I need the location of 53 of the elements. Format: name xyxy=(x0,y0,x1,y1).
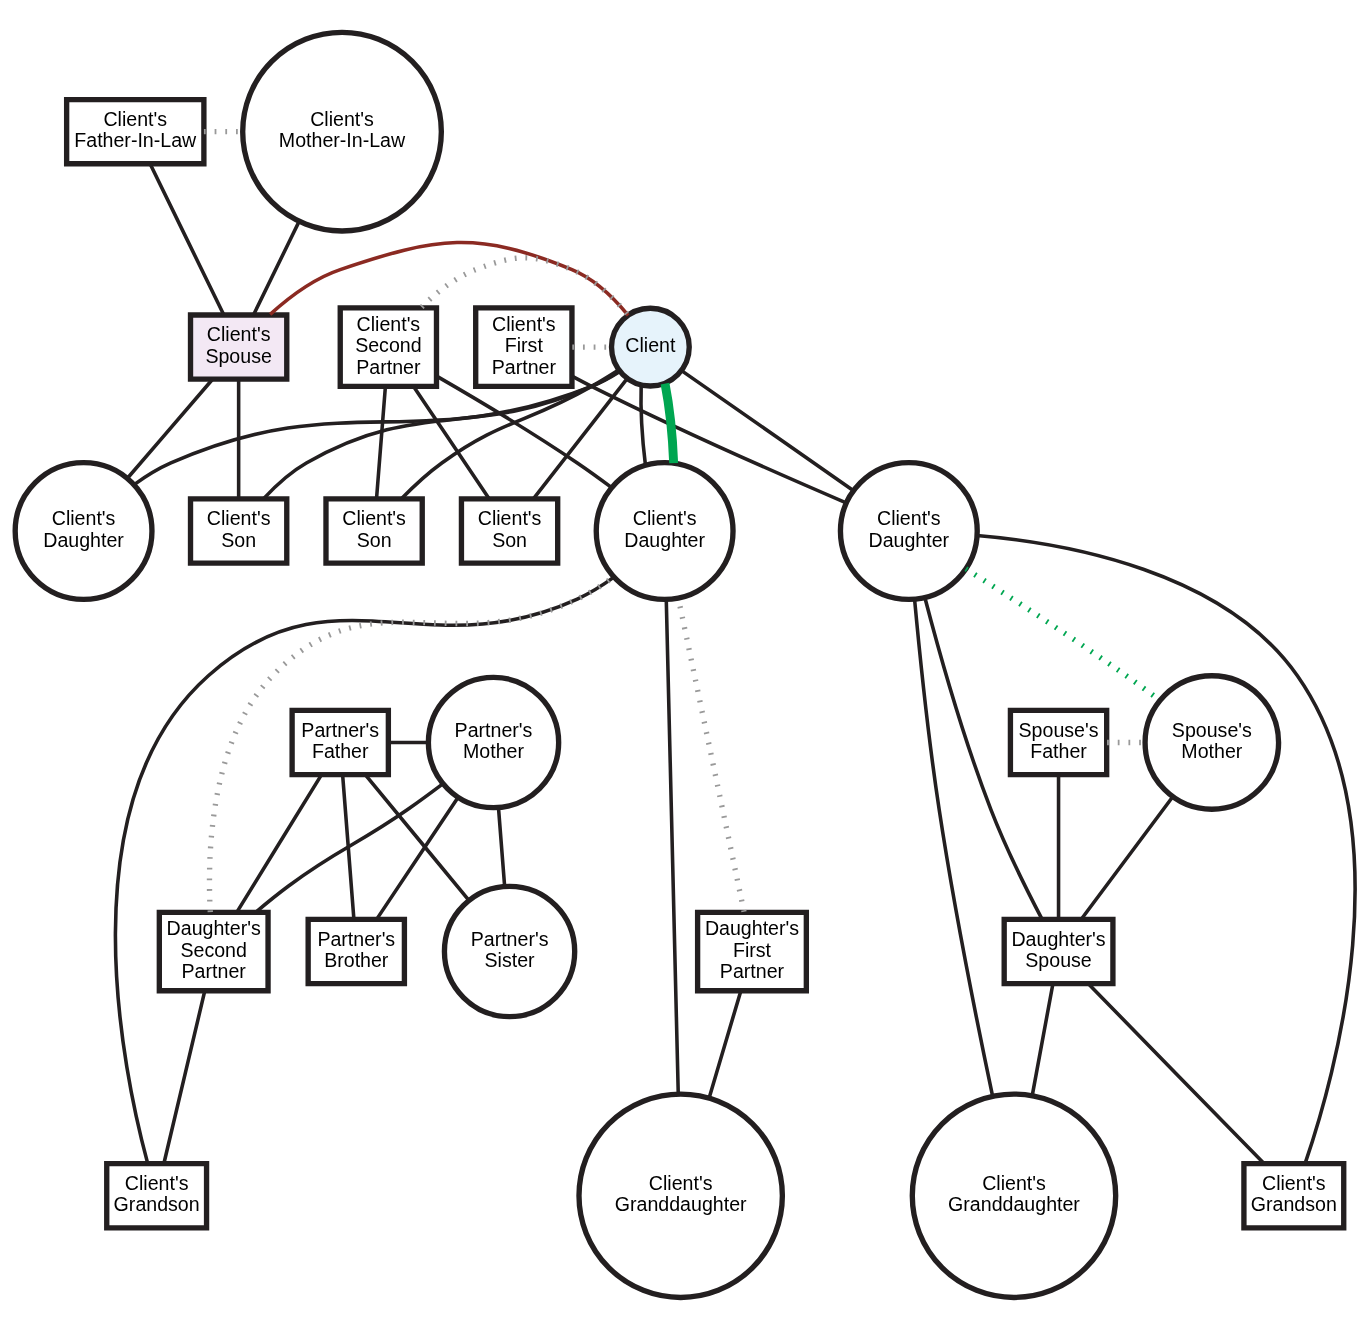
node-circle: Spouse's Mother xyxy=(1142,673,1282,812)
connector xyxy=(664,599,680,1094)
node-box: Spouse's Father xyxy=(1007,707,1110,778)
connector xyxy=(571,374,848,505)
connector xyxy=(374,387,388,499)
node-box: Client's Father-In-Law xyxy=(63,96,207,167)
node-box: Partner's Brother xyxy=(305,916,408,987)
node-box: Daughter's Spouse xyxy=(1001,916,1116,987)
node-box: Client's Spouse xyxy=(187,312,290,382)
node-box: Client's Second Partner xyxy=(337,305,440,389)
node-circle: Client's Granddaughter xyxy=(909,1091,1119,1301)
node-box: Client's Grandson xyxy=(104,1161,210,1231)
node-circle: Client's Daughter xyxy=(12,459,155,603)
node-circle: Client's Granddaughter xyxy=(576,1091,786,1301)
node-circle: Client's Daughter xyxy=(837,459,980,603)
connector xyxy=(923,597,1044,920)
connector xyxy=(1056,774,1061,920)
connector xyxy=(262,369,621,500)
connector xyxy=(912,598,995,1096)
node-circle: Client's Daughter xyxy=(593,459,736,603)
node-box: Client's First Partner xyxy=(473,305,575,389)
node-box: Client's Grandson xyxy=(1241,1161,1347,1231)
node-box: Daughter's First Partner xyxy=(694,909,809,994)
connector xyxy=(148,163,226,316)
node-box: Partner's Father xyxy=(289,707,392,778)
node-circle: Partner's Sister xyxy=(441,883,578,1020)
node-circle: Client xyxy=(608,305,692,389)
connector xyxy=(707,990,743,1098)
node-box: Daughter's Second Partner xyxy=(156,909,271,994)
connector xyxy=(660,382,679,464)
connector xyxy=(680,369,855,493)
connector xyxy=(388,740,428,745)
connector xyxy=(496,808,507,887)
connector xyxy=(531,377,629,500)
connector xyxy=(419,255,631,318)
node-circle: Client's Mother-In-Law xyxy=(240,29,444,234)
connector xyxy=(375,796,460,920)
node-box: Client's Son xyxy=(323,496,425,566)
node-box: Client's Son xyxy=(187,496,290,566)
connector xyxy=(126,378,214,480)
connector xyxy=(251,221,301,316)
connector xyxy=(639,385,648,466)
connector xyxy=(400,368,620,501)
connector xyxy=(268,240,630,317)
connector xyxy=(235,773,324,913)
connector xyxy=(412,386,491,500)
connector xyxy=(1030,983,1055,1096)
connector xyxy=(113,575,615,1164)
connector xyxy=(162,990,207,1164)
node-circle: Partner's Mother xyxy=(425,674,562,811)
node-box: Client's Son xyxy=(458,496,561,566)
connector xyxy=(236,379,241,499)
connector xyxy=(340,774,356,920)
